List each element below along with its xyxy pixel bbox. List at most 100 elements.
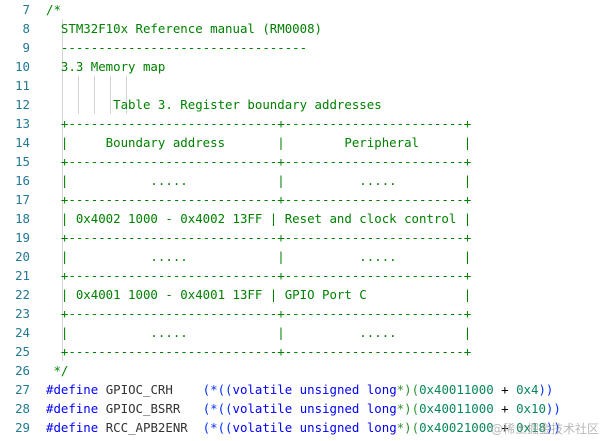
keyword-volatile: volatile	[232, 420, 293, 435]
plus-operator: +	[493, 401, 517, 416]
indent-guide	[126, 76, 127, 95]
plus-operator: +	[493, 382, 517, 397]
code-line[interactable]: 24 | ..... | ..... |	[0, 323, 607, 342]
code-line[interactable]: 28#define GPIOC_BSRR (*((volatile unsign…	[0, 399, 607, 418]
keyword-unsigned: unsigned	[299, 420, 360, 435]
indent-guide	[62, 285, 63, 304]
define-statement: #define RCC_APB2ENR (*((volatile unsigne…	[46, 418, 561, 437]
macro-name: GPIOC_BSRR	[105, 401, 181, 416]
comment-text: STM32F10x Reference manual (RM0008)	[46, 21, 323, 36]
indent-guide	[62, 228, 63, 247]
expression-close: ))	[545, 401, 561, 416]
code-line[interactable]: 21 +----------------------------+-------…	[0, 266, 607, 285]
code-line[interactable]: 19 +----------------------------+-------…	[0, 228, 607, 247]
preprocessor-directive: #define	[46, 420, 99, 435]
preprocessor-directive: #define	[46, 382, 99, 397]
preprocessor-directive: #define	[46, 401, 99, 416]
keyword-unsigned: unsigned	[299, 401, 360, 416]
expression-open: (*((	[202, 420, 233, 435]
indent-guide	[62, 19, 63, 38]
line-number: 16	[15, 173, 30, 188]
line-number: 7	[22, 2, 30, 17]
base-address: 0x40011000	[419, 401, 494, 416]
line-number: 29	[15, 420, 30, 435]
indent-guide	[110, 76, 111, 95]
code-line[interactable]: 25 +----------------------------+-------…	[0, 342, 607, 361]
code-line[interactable]: 29 #define RCC_APB2ENR (*((volatile unsig…	[0, 418, 607, 437]
macro-padding	[188, 420, 203, 435]
macro-name: GPIOC_CRH	[105, 382, 173, 397]
line-number: 12	[15, 97, 30, 112]
comment-text: +----------------------------+----------…	[46, 230, 472, 245]
line-number: 14	[15, 135, 30, 150]
indent-guide	[62, 114, 63, 133]
comment-text: | ..... | ..... |	[46, 325, 472, 340]
comment-text: /*	[46, 2, 61, 17]
macro-padding	[180, 401, 202, 416]
indent-guide	[62, 266, 63, 285]
address-open: (	[411, 382, 420, 397]
line-number: 28	[15, 401, 30, 416]
code-line[interactable]: 17 +----------------------------+-------…	[0, 190, 607, 209]
code-line[interactable]: 15 +----------------------------+-------…	[0, 152, 607, 171]
comment-text: 3.3 Memory map	[46, 59, 166, 74]
code-line[interactable]: 20 | ..... | ..... |	[0, 247, 607, 266]
indent-guide	[62, 95, 63, 114]
code-line[interactable]: 18 | 0x4002 1000 - 0x4002 13FF | Reset a…	[0, 209, 607, 228]
line-number: 21	[15, 268, 30, 283]
keyword-long: long	[366, 401, 397, 416]
line-number: 25	[15, 344, 30, 359]
code-line[interactable]: 16 | ..... | ..... |	[0, 171, 607, 190]
code-line[interactable]: 26 */	[0, 361, 607, 380]
indent-guide	[126, 95, 127, 114]
indent-guide	[62, 76, 63, 95]
comment-text: */	[46, 363, 69, 378]
indent-guide	[62, 323, 63, 342]
indent-guide	[62, 38, 63, 57]
register-offset: 0x18	[516, 420, 546, 435]
comment-text: +----------------------------+----------…	[46, 344, 472, 359]
comment-text: ---------------------------------	[46, 40, 308, 55]
register-offset: 0x10	[516, 401, 546, 416]
base-address: 0x40011000	[419, 382, 494, 397]
code-line[interactable]: 23 +----------------------------+-------…	[0, 304, 607, 323]
indent-guide	[62, 190, 63, 209]
comment-text: | ..... | ..... |	[46, 249, 472, 264]
indent-guide	[78, 76, 79, 95]
code-line[interactable]: 27 #define GPIOC_CRH (*((volatile unsigne…	[0, 380, 607, 399]
indent-guide	[62, 152, 63, 171]
code-line[interactable]: 8 STM32F10x Reference manual (RM0008)	[0, 19, 607, 38]
indent-guide	[94, 76, 95, 95]
keyword-long: long	[366, 420, 397, 435]
line-number: 24	[15, 325, 30, 340]
line-number: 15	[15, 154, 30, 169]
watermark: @稀土掘金技术社区	[490, 422, 599, 436]
define-statement: #define GPIOC_CRH (*((volatile unsigned …	[46, 380, 553, 399]
line-number: 27	[15, 382, 30, 397]
comment-text: +----------------------------+----------…	[46, 154, 472, 169]
code-line[interactable]: 11	[0, 76, 607, 95]
code-line[interactable]: 12 Table 3. Register boundary addresses	[0, 95, 607, 114]
address-open: (	[411, 401, 420, 416]
comment-text: +----------------------------+----------…	[46, 116, 472, 131]
indent-guide	[110, 95, 111, 114]
code-line[interactable]: 7 /*	[0, 0, 607, 19]
indent-guide	[62, 247, 63, 266]
code-line[interactable]: 14 | Boundary address | Peripheral |	[0, 133, 607, 152]
code-line[interactable]: 9 ---------------------------------	[0, 38, 607, 57]
line-number: 26	[15, 363, 30, 378]
code-line[interactable]: 22 | 0x4001 1000 - 0x4001 13FF | GPIO Po…	[0, 285, 607, 304]
code-line[interactable]: 10 3.3 Memory map	[0, 57, 607, 76]
base-address: 0x40021000	[419, 420, 494, 435]
line-number: 10	[15, 59, 30, 74]
line-number: 9	[22, 40, 30, 55]
comment-text: | 0x4001 1000 - 0x4001 13FF | GPIO Port …	[46, 287, 472, 302]
macro-padding	[173, 382, 203, 397]
line-number: 17	[15, 192, 30, 207]
indent-guide	[62, 304, 63, 323]
code-line[interactable]: 13 +----------------------------+-------…	[0, 114, 607, 133]
line-number: 13	[15, 116, 30, 131]
expression-close: ))	[545, 420, 561, 435]
comment-text: Table 3. Register boundary addresses	[46, 97, 382, 112]
